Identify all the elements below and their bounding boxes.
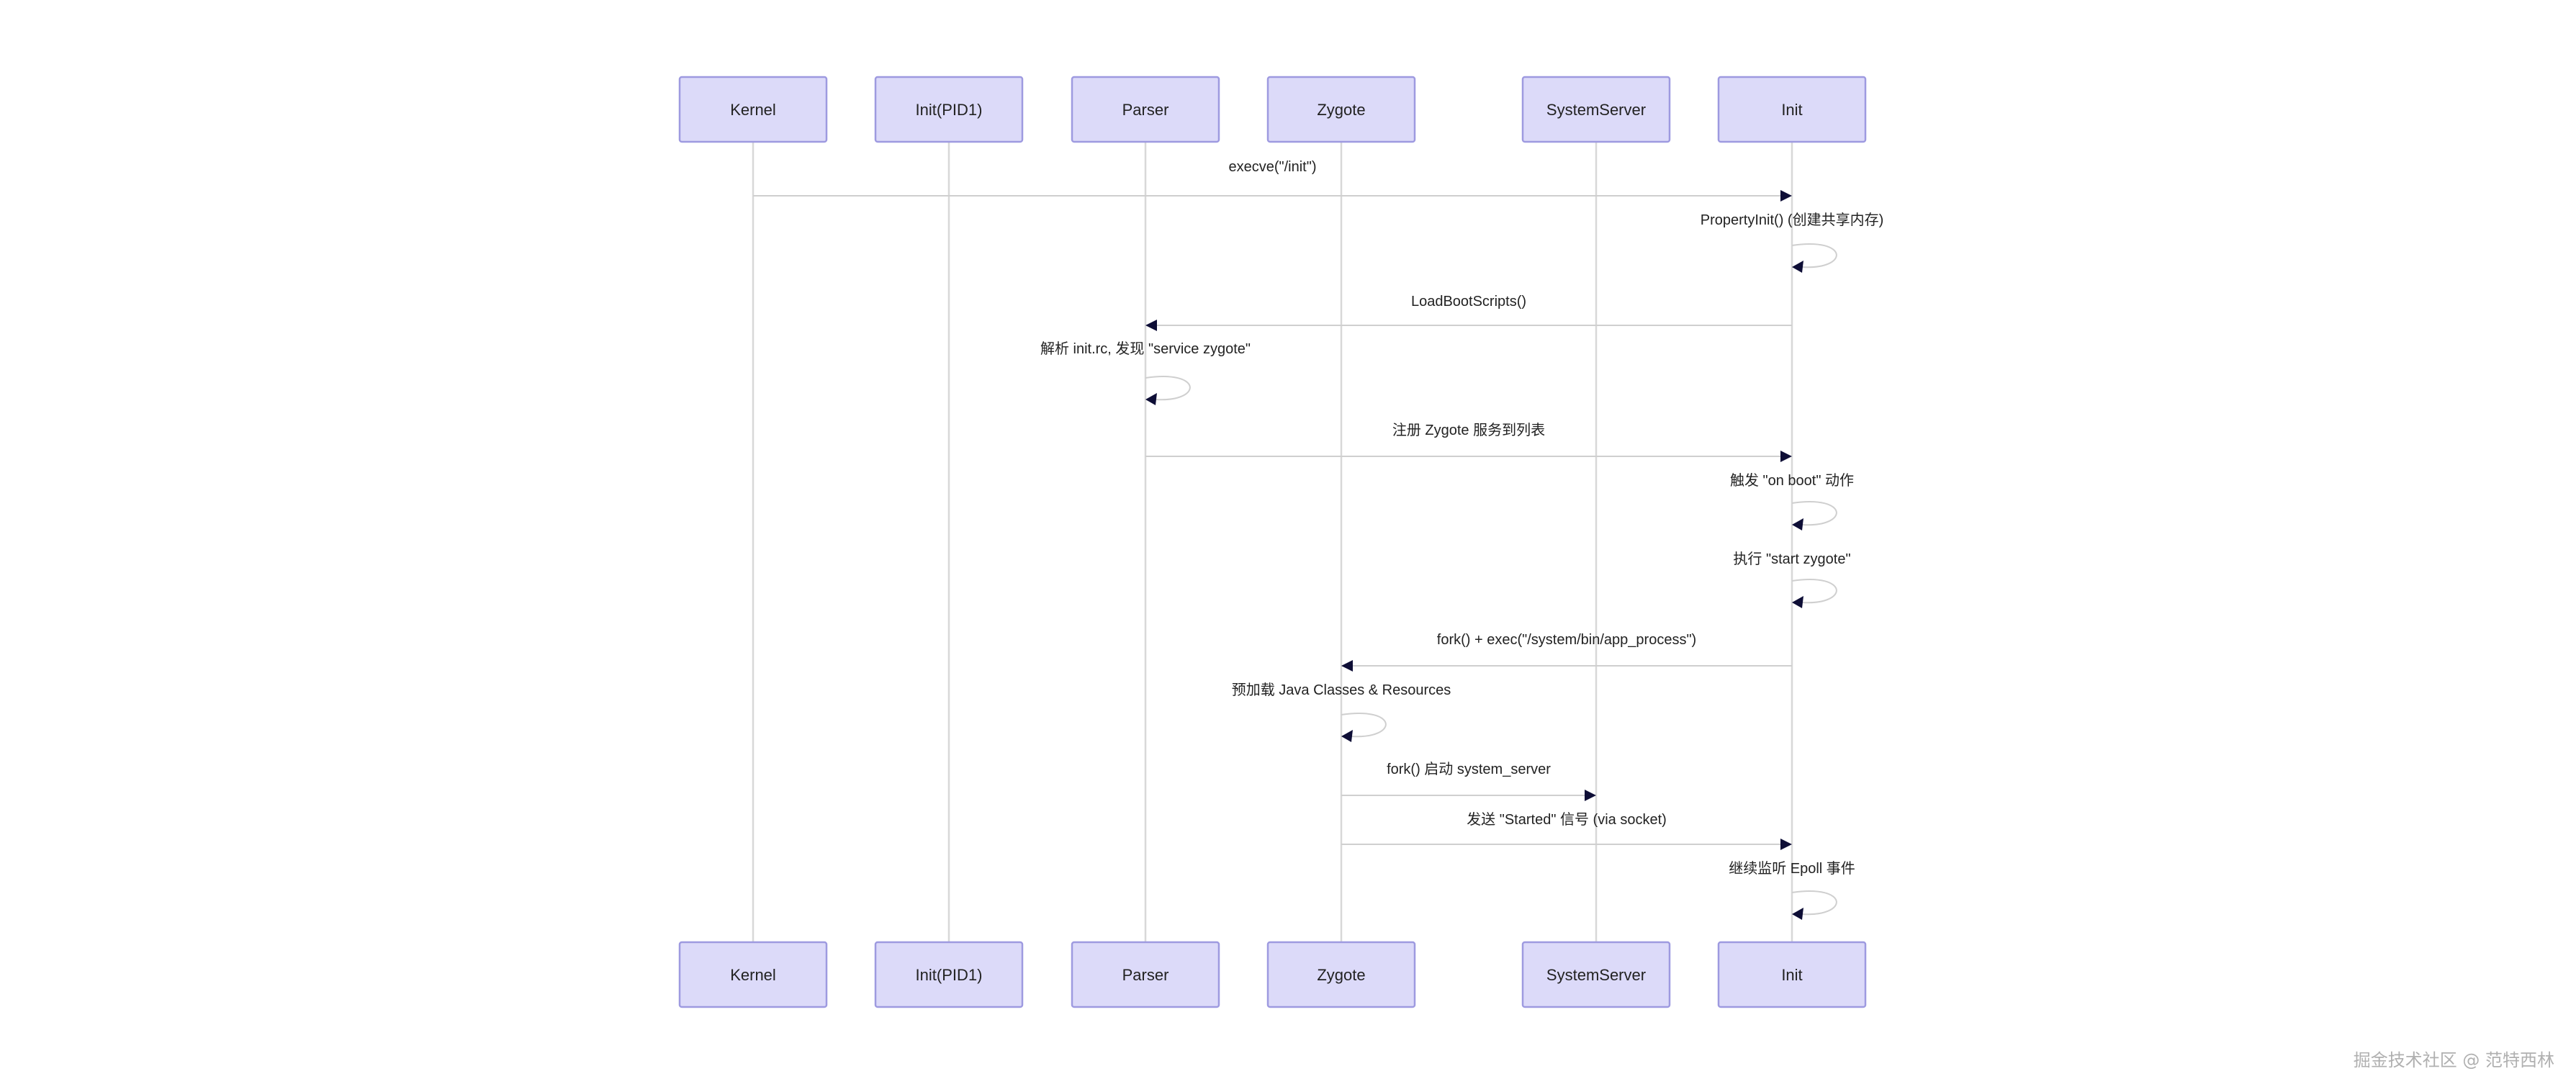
actor-box bbox=[1521, 941, 1671, 1008]
actors-bottom: Kernel Init(PID1) Parser Zygote SystemServer… bbox=[678, 941, 1867, 1008]
message-self-loop bbox=[1791, 501, 1837, 526]
actor-label: Kernel bbox=[730, 966, 776, 984]
actor-box bbox=[1071, 76, 1220, 143]
arrowhead bbox=[1145, 320, 1157, 331]
arrowhead bbox=[1792, 596, 1803, 608]
message-6: 触发 "on boot" 动作 bbox=[1730, 472, 1854, 530]
actor-box bbox=[1266, 941, 1416, 1008]
actor-label: Zygote bbox=[1317, 966, 1365, 984]
arrowhead bbox=[1792, 261, 1803, 273]
arrowhead bbox=[1780, 839, 1792, 850]
lifelines bbox=[752, 142, 1793, 942]
message-7: 执行 "start zygote" bbox=[1733, 551, 1851, 608]
actor-label: Init(PID1) bbox=[916, 966, 983, 984]
actor-box bbox=[1717, 941, 1867, 1008]
actor-zygote-bottom: Zygote bbox=[1266, 941, 1416, 1008]
message-1: execve("/init") bbox=[753, 159, 1792, 202]
arrowhead bbox=[1780, 190, 1792, 202]
actor-box bbox=[678, 76, 828, 143]
arrowhead bbox=[1780, 451, 1792, 462]
message-label: PropertyInit() (创建共享内存) bbox=[1701, 212, 1883, 228]
message-8: fork() + exec("/system/bin/app_process") bbox=[1341, 632, 1792, 672]
actor-label: Init(PID1) bbox=[916, 101, 983, 119]
message-label: 解析 init.rc, 发现 "service zygote" bbox=[1040, 340, 1251, 357]
actor-label: SystemServer bbox=[1546, 966, 1646, 984]
message-label: 执行 "start zygote" bbox=[1733, 551, 1850, 567]
message-label: 触发 "on boot" 动作 bbox=[1730, 472, 1854, 489]
message-self-loop bbox=[1341, 713, 1387, 738]
message-10: fork() 启动 system_server bbox=[1341, 761, 1596, 801]
actor-box bbox=[1521, 76, 1671, 143]
actor-label: Init bbox=[1781, 101, 1802, 119]
arrowhead bbox=[1341, 660, 1353, 672]
arrowhead bbox=[1145, 393, 1157, 405]
message-12: 继续监听 Epoll 事件 bbox=[1729, 860, 1855, 920]
arrowhead bbox=[1792, 518, 1803, 530]
actor-parser-bottom: Parser bbox=[1071, 941, 1220, 1008]
message-self-loop bbox=[1791, 579, 1837, 604]
messages: execve("/init") PropertyInit() (创建共享内存) Lo… bbox=[753, 159, 1883, 920]
actor-label: SystemServer bbox=[1546, 101, 1646, 119]
message-11: 发送 "Started" 信号 (via socket) bbox=[1341, 811, 1792, 850]
message-label: 预加载 Java Classes & Resources bbox=[1232, 682, 1451, 698]
actor-box bbox=[874, 941, 1024, 1008]
message-label: 继续监听 Epoll 事件 bbox=[1729, 860, 1855, 877]
message-self-loop bbox=[1791, 243, 1837, 268]
actor-init_pid1-bottom: Init(PID1) bbox=[874, 941, 1024, 1008]
actor-systemserver-top: SystemServer bbox=[1521, 76, 1671, 143]
actor-kernel-top: Kernel bbox=[678, 76, 828, 143]
actor-kernel-bottom: Kernel bbox=[678, 941, 828, 1008]
arrowhead bbox=[1341, 730, 1353, 742]
actor-systemserver-bottom: SystemServer bbox=[1521, 941, 1671, 1008]
arrowhead bbox=[1585, 790, 1596, 801]
arrowhead bbox=[1792, 908, 1803, 920]
watermark: 掘金技术社区 @ 范特西林 bbox=[2353, 1050, 2554, 1070]
actor-box bbox=[874, 76, 1024, 143]
message-label: fork() + exec("/system/bin/app_process") bbox=[1437, 632, 1696, 648]
message-label: execve("/init") bbox=[1228, 159, 1316, 175]
actor-box bbox=[1266, 76, 1416, 143]
message-3: LoadBootScripts() bbox=[1145, 294, 1792, 331]
message-label: 发送 "Started" 信号 (via socket) bbox=[1467, 811, 1667, 828]
actor-init-bottom: Init bbox=[1717, 941, 1867, 1008]
actor-init-top: Init bbox=[1717, 76, 1867, 143]
actor-box bbox=[1717, 76, 1867, 143]
actor-parser-top: Parser bbox=[1071, 76, 1220, 143]
actor-label: Parser bbox=[1122, 966, 1169, 984]
message-self-loop bbox=[1145, 376, 1191, 401]
message-label: fork() 启动 system_server bbox=[1387, 761, 1551, 777]
actor-label: Init bbox=[1781, 966, 1802, 984]
actor-label: Zygote bbox=[1317, 101, 1365, 119]
message-self-loop bbox=[1791, 890, 1837, 916]
message-2: PropertyInit() (创建共享内存) bbox=[1701, 212, 1883, 273]
actor-init_pid1-top: Init(PID1) bbox=[874, 76, 1024, 143]
message-label: 注册 Zygote 服务到列表 bbox=[1392, 422, 1545, 438]
message-4: 解析 init.rc, 发现 "service zygote" bbox=[1040, 340, 1251, 405]
message-9: 预加载 Java Classes & Resources bbox=[1232, 682, 1451, 742]
actor-box bbox=[678, 941, 828, 1008]
actor-label: Parser bbox=[1122, 101, 1169, 119]
actor-label: Kernel bbox=[730, 101, 776, 119]
actor-box bbox=[1071, 941, 1220, 1008]
message-label: LoadBootScripts() bbox=[1411, 294, 1526, 310]
actors-top: Kernel Init(PID1) Parser Zygote SystemServer… bbox=[678, 76, 1867, 143]
actor-zygote-top: Zygote bbox=[1266, 76, 1416, 143]
message-5: 注册 Zygote 服务到列表 bbox=[1145, 422, 1792, 462]
